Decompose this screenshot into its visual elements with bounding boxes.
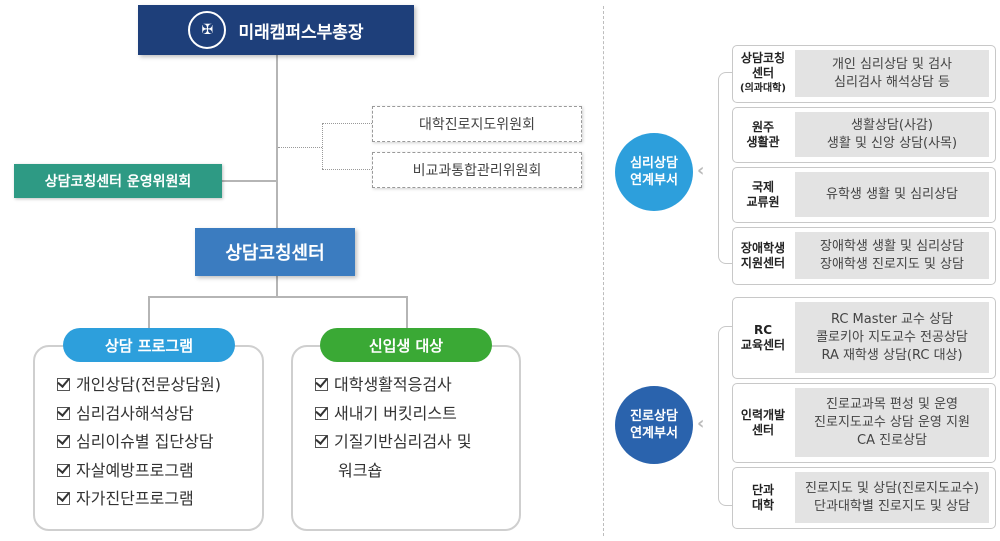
section-divider <box>603 6 604 536</box>
list-item: 심리이슈별 집단상담 <box>57 428 262 457</box>
connector-line <box>276 276 278 298</box>
department-description: 유학생 생활 및 심리상담 <box>795 172 989 217</box>
checkbox-icon <box>57 378 70 391</box>
program-title-pill: 상담 프로그램 <box>63 328 235 362</box>
connector-line <box>148 296 408 298</box>
program-title: 신입생 대상 <box>368 336 444 355</box>
vice-president-label: 미래캠퍼스부총장 <box>238 22 364 43</box>
dotted-connector <box>322 123 323 169</box>
list-item: 대학생활적응검사 <box>315 371 519 400</box>
department-description: 생활상담(사감)생활 및 신앙 상담(사목) <box>795 112 989 157</box>
counseling-center-box: 상담코칭센터 <box>195 228 355 276</box>
connector-line <box>276 55 278 229</box>
program-title: 상담 프로그램 <box>104 336 194 355</box>
list-item: 자가진단프로그램 <box>57 485 262 514</box>
list-item: 심리검사해석상담 <box>57 400 262 429</box>
program-list: 개인상담(전문상담원) 심리검사해석상담 심리이슈별 집단상담 자살예방프로그램… <box>57 371 262 514</box>
university-seal-icon: ✠ <box>188 11 227 49</box>
group-bracket <box>718 326 732 506</box>
committee-box: 대학진로지도위원회 <box>372 106 582 142</box>
operating-committee-label: 상담코칭센터 운영위원회 <box>44 174 192 190</box>
checkbox-icon <box>57 435 70 448</box>
list-item: 개인상담(전문상담원) <box>57 371 262 400</box>
vice-president-box: ✠ 미래캠퍼스부총장 <box>138 5 414 55</box>
committee-box: 비교과통합관리위원회 <box>372 152 582 188</box>
program-box: 대학생활적응검사 새내기 버킷리스트 기질기반심리검사 및 워크숍 <box>291 345 521 531</box>
list-item: 자살예방프로그램 <box>57 457 262 486</box>
committee-label: 비교과통합관리위원회 <box>412 163 542 179</box>
dotted-connector <box>322 169 372 170</box>
checkbox-icon <box>315 435 328 448</box>
list-item: 새내기 버킷리스트 <box>315 400 519 429</box>
operating-committee-box: 상담코칭센터 운영위원회 <box>14 164 222 198</box>
checkbox-icon <box>57 463 70 477</box>
program-list: 대학생활적응검사 새내기 버킷리스트 기질기반심리검사 및 워크숍 <box>315 371 519 485</box>
chevron-left-icon: ‹ <box>697 160 705 181</box>
group-bracket <box>718 72 732 264</box>
checkbox-icon <box>57 406 70 420</box>
checkbox-icon <box>57 492 70 505</box>
chevron-left-icon: ‹ <box>697 413 705 434</box>
connector-line <box>406 296 408 330</box>
list-item: 기질기반심리검사 및 <box>315 428 519 457</box>
program-title-pill: 신입생 대상 <box>320 328 492 362</box>
dotted-connector <box>322 123 372 124</box>
checkbox-icon <box>315 406 328 420</box>
committee-label: 대학진로지도위원회 <box>419 117 535 133</box>
connector-line <box>222 180 278 182</box>
connector-line <box>148 296 150 330</box>
list-item: 워크숍 <box>338 460 383 480</box>
program-box: 개인상담(전문상담원) 심리검사해석상담 심리이슈별 집단상담 자살예방프로그램… <box>33 345 264 531</box>
department-description: 진로지도 및 상담(진로지도교수)단과대학별 진로지도 및 상담 <box>795 472 989 523</box>
dotted-connector <box>278 147 322 148</box>
counseling-center-label: 상담코칭센터 <box>225 243 325 264</box>
checkbox-icon <box>315 378 328 391</box>
